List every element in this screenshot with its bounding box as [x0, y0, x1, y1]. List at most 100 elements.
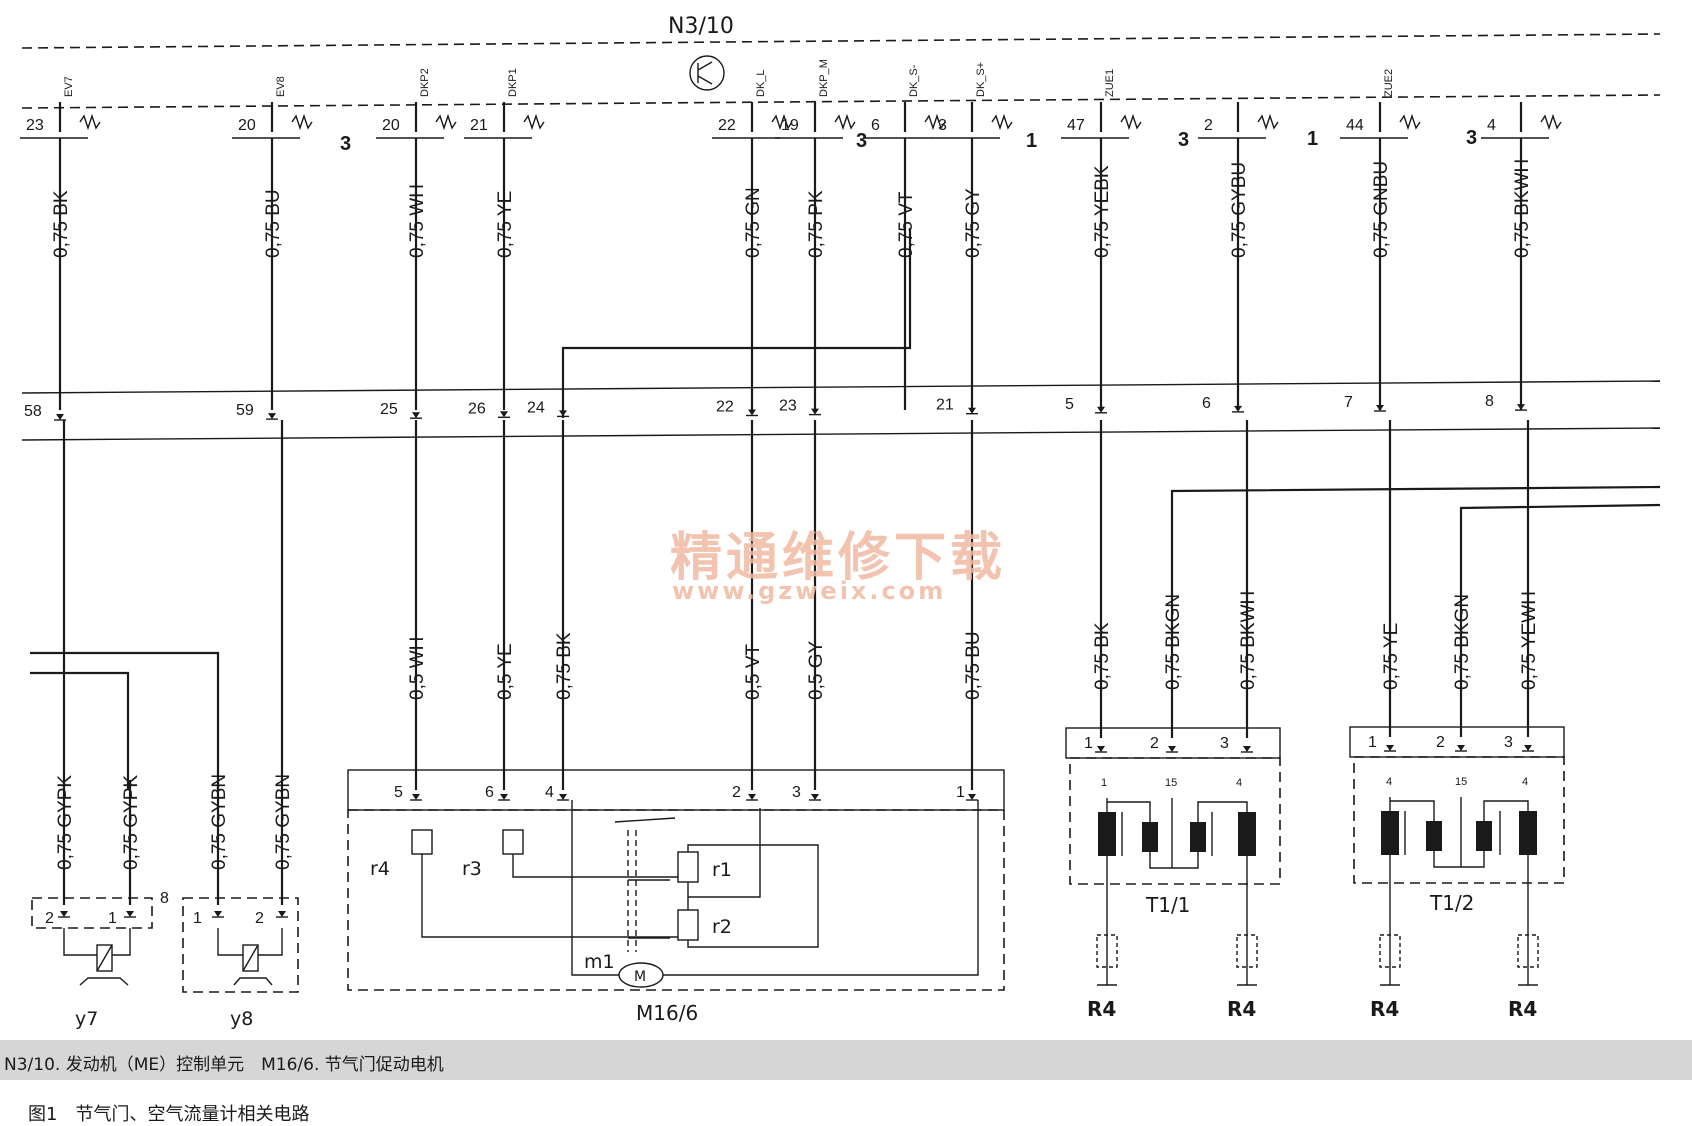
- m16-wire-label: 0,5 YE: [495, 643, 516, 700]
- m16-wire-label: 0,75 BK: [554, 632, 575, 700]
- ecu-signal-label: DKP1: [507, 68, 519, 97]
- connector-arrow-icon: [268, 413, 276, 420]
- connector-arrow-icon: [1243, 746, 1251, 752]
- m16-pin: 4: [545, 784, 554, 801]
- connector-arrow-icon: [1168, 746, 1176, 752]
- connector-arrow-icon: [748, 794, 756, 800]
- splice-line-top: [21, 380, 1661, 394]
- connector-arrow-icon: [1376, 405, 1384, 411]
- connector-arrow-icon: [500, 411, 508, 418]
- valve-y8: y8 1 2: [182, 897, 299, 1030]
- splice-pin-number: 25: [380, 401, 398, 418]
- splice-pin-number: 24: [527, 399, 545, 416]
- t12-terminal: 4: [1522, 776, 1528, 788]
- t11-wire-label: 0,75 BKWH: [1238, 591, 1259, 690]
- t12-pin: 3: [1504, 734, 1513, 751]
- connector-arrow-icon: [559, 794, 567, 800]
- ecu-boundary-top: [21, 33, 1661, 49]
- ecu-wire-label: 0,75 BK: [51, 190, 72, 258]
- splice-pin-number: 26: [468, 400, 486, 417]
- ecu-wire-label: 0,75 GYBU: [1229, 162, 1250, 258]
- coil-winding-icon: [1381, 811, 1399, 855]
- r1-potentiometer: [677, 851, 699, 883]
- valve-wire-label: 0,75 GYBN: [209, 774, 230, 870]
- connector-arrow-icon: [968, 794, 976, 800]
- ecu-pin-number: 23: [26, 117, 44, 134]
- connector-arrow-icon: [1234, 405, 1242, 412]
- m16-pin: 5: [394, 784, 403, 801]
- connector-arrow-icon: [56, 414, 64, 420]
- throttle-actuator-m16-6: 5 6 4 2 3 1 r4 r3 r1 r2 M m1 M16/6: [347, 769, 1005, 1025]
- t11-terminal: 4: [1236, 777, 1242, 789]
- connector-arrow-icon: [968, 407, 976, 414]
- r1-label: r1: [712, 859, 732, 881]
- spark-plug-icon: [1236, 934, 1258, 968]
- valve-wire-label: 0,75 GYBN: [273, 774, 294, 870]
- transistor-icon: [689, 55, 725, 91]
- ecu-pin-number: 6: [871, 117, 880, 134]
- splice-pin-number: 58: [24, 403, 42, 420]
- jumper-wire-y7: [30, 671, 130, 790]
- connector-group-number: 1: [1026, 130, 1037, 152]
- ecu-pin-number: 47: [1067, 117, 1085, 134]
- m16-label: M16/6: [636, 1001, 698, 1025]
- ecu-wire-label: 0,75 BU: [263, 189, 284, 258]
- ecu-signal-label: DKP_M: [818, 59, 830, 97]
- t12-terminal: 4: [1386, 776, 1392, 788]
- t12-pin: 2: [1436, 734, 1445, 751]
- t12-label: T1/2: [1429, 891, 1474, 915]
- jumper-wire-y8: [30, 651, 220, 790]
- r2-potentiometer: [677, 909, 699, 941]
- valve-wire-label: 0,75 GYPK: [121, 775, 142, 870]
- t11-pin: 3: [1220, 735, 1229, 752]
- m16-pin: 3: [792, 784, 801, 801]
- shield-icon: [435, 113, 457, 131]
- r4-label: R4: [1370, 997, 1399, 1021]
- splice-pin-number: 23: [779, 398, 797, 415]
- connector-group-number: 3: [1466, 127, 1477, 149]
- ecu-pin-number: 3: [938, 117, 947, 134]
- ignition-coil-t1-1: 1 2 3 1 15 4 T1/1: [1065, 727, 1281, 917]
- r4-label: r4: [370, 858, 390, 880]
- shield-icon: [291, 113, 313, 131]
- watermark-text: 精通维修下载: [670, 528, 1007, 588]
- shield-icon: [924, 113, 946, 131]
- t11-label: T1/1: [1145, 893, 1190, 917]
- ecu-wire-label: 0,75 GN: [743, 187, 764, 258]
- ecu-pin-number: 22: [718, 117, 736, 134]
- ecu-wire-label: 0,75 WH: [407, 184, 428, 258]
- ecu-wire-label: 0,75 YEBK: [1092, 165, 1113, 258]
- connector-arrow-icon: [559, 410, 567, 417]
- ignition-coil-t1-2: 1 2 3 4 15 4 T1/2: [1349, 726, 1565, 915]
- watermark-url: www.gzweix.com: [672, 577, 947, 605]
- m16-wire-label: 0,75 BU: [963, 631, 984, 700]
- ecu-signal-label: DK_S+: [975, 62, 987, 97]
- throttle-plate-icon: [614, 817, 676, 823]
- jumper-wire-t12: [1459, 503, 1661, 615]
- connector-arrow-icon: [1457, 745, 1465, 751]
- valve-wire-label: 0,75 GYPK: [55, 775, 76, 870]
- connector-arrow-icon: [1386, 745, 1394, 751]
- ecu-wire-label: 0,75 YE: [495, 191, 516, 258]
- r3-label: r3: [462, 858, 482, 880]
- connector-arrow-icon: [748, 409, 756, 416]
- connector-arrow-icon: [412, 794, 420, 800]
- ecu-signal-label: ZUE1: [1104, 69, 1116, 97]
- m16-wire-label: 0,5 GY: [806, 641, 827, 700]
- r4-label: R4: [1508, 997, 1537, 1021]
- m16-pin: 1: [956, 784, 965, 801]
- t11-wire-label: 0,75 BK: [1092, 622, 1113, 690]
- ecu-wire-label: 0,75 PK: [806, 190, 827, 258]
- m1-label: m1: [584, 951, 615, 973]
- y7-pin: 2: [45, 910, 54, 927]
- splice-pin-number: 5: [1065, 396, 1074, 413]
- t12-wire-label: 0,75 BKGN: [1452, 594, 1473, 690]
- ecu-signal-label: EV8: [275, 76, 287, 97]
- ecu-pin-number: 20: [238, 117, 256, 134]
- t11-pin: 2: [1150, 735, 1159, 752]
- y8-label: y8: [230, 1008, 253, 1030]
- ecu-pin-number: 44: [1346, 117, 1364, 134]
